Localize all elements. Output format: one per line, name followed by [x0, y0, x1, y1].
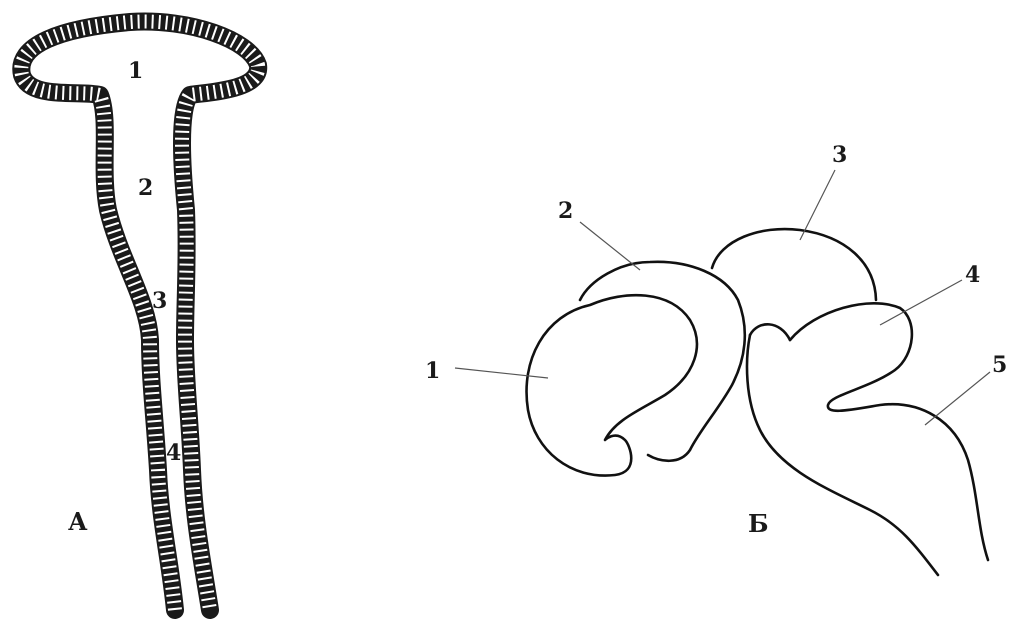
panel-b-part-2-label: 2 [558, 198, 573, 224]
neural-tube-wall [21, 22, 258, 610]
panel-b-part-4-label: 4 [965, 262, 980, 288]
panel-a-neural-tube: 1 2 3 4 А [21, 22, 258, 610]
leader-line-3 [800, 170, 835, 240]
brain-lower-curve [747, 335, 938, 575]
leader-line-1 [455, 368, 548, 378]
brain-part-2-outline [580, 262, 745, 461]
panel-b-part-1-label: 1 [425, 358, 440, 384]
panel-a-label: А [68, 507, 88, 536]
panel-a-part-4-label: 4 [166, 440, 181, 466]
leader-line-5 [925, 372, 990, 425]
panel-a-part-3-label: 3 [152, 288, 167, 314]
panel-a-part-2-label: 2 [138, 175, 153, 201]
leader-line-2 [580, 222, 640, 270]
panel-a-part-1-label: 1 [128, 58, 143, 84]
panel-b-part-5-label: 5 [992, 352, 1007, 378]
leader-line-4 [880, 280, 962, 325]
panel-b-part-3-label: 3 [832, 142, 847, 168]
brain-small-bump [750, 324, 790, 340]
panel-b-label: Б [748, 509, 769, 538]
brain-part-1-outline [527, 295, 697, 475]
panel-b-brain: 1 2 3 4 5 Б [425, 142, 1007, 575]
brain-part-3-outline [712, 229, 876, 300]
